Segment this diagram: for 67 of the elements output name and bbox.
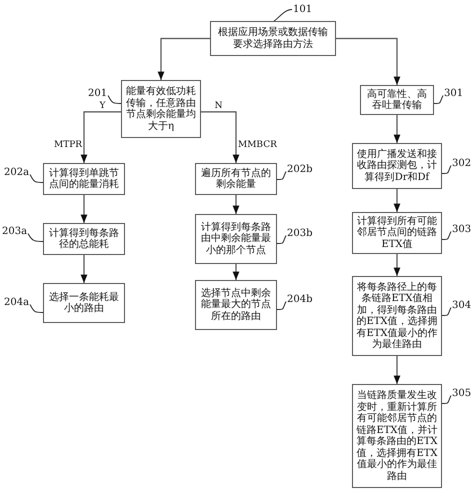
process-box (352, 384, 442, 488)
leader-line (442, 165, 452, 174)
process-box (195, 280, 277, 330)
method-label: MMBCR (238, 140, 277, 150)
leader-line (434, 95, 444, 104)
process-box (43, 163, 125, 195)
arrow (394, 189, 400, 212)
reference-number: 304 (452, 300, 472, 311)
process-box (195, 214, 277, 264)
reference-number: 202a (4, 167, 30, 178)
step-text: 高可靠性、高吞吐量传输 (366, 88, 428, 112)
reference-number: 203b (287, 228, 312, 239)
process-box (195, 163, 277, 195)
process-box (121, 80, 201, 138)
arrow (336, 38, 400, 85)
edge-label: Y (100, 100, 106, 111)
reference-number: 201 (88, 88, 108, 99)
reference-number: 302 (452, 158, 472, 169)
step-text: 计算得到每条路径的总能耗 (48, 228, 120, 250)
arrow (158, 38, 210, 80)
leader-line (442, 395, 452, 404)
method-label: MTPR (54, 140, 82, 150)
step-text: 能量有效低功耗传输，任意路由节点剩余能量均大于η (125, 86, 197, 132)
leader-line (28, 233, 44, 242)
step-text: 选择一条能耗最小的路由 (48, 292, 120, 314)
arrow (80, 195, 88, 223)
step-text: 计算得到每条路由中剩余能量最小的那个节点 (200, 222, 272, 256)
leader-line (442, 231, 452, 240)
step-text: 将每条路径上的每条链路ETX值相加，得到每条路由的ETX值，选择拥有ETX值最小的作为最佳路由 (356, 282, 438, 350)
step-text: 计算得到所有可能邻居节点间的链路ETX值 (356, 216, 438, 250)
process-box (352, 276, 442, 356)
leader-line (276, 301, 286, 310)
step-text: 选择节点中剩余能量最大的节点所在的路由 (200, 288, 272, 322)
arrow (394, 356, 400, 384)
step-text: 使用广播发送和接收路由探测包，计算得到Dr和Df (356, 148, 438, 184)
edge-label: N (214, 100, 222, 111)
arrow (80, 255, 88, 283)
reference-number: 204a (4, 297, 30, 308)
step-text: 根据应用场景或数据传输要求选择路由方法 (217, 27, 329, 50)
arrow (232, 195, 240, 214)
leader-line (108, 95, 122, 104)
leader-line (442, 307, 452, 316)
process-box (352, 143, 442, 189)
step-text: 当链路质量发生改变时，重新计算所有可能邻居节点的链路ETX值，并计算每条路由的ETX值，选择拥有ETX值最小的作为最佳路由 (356, 390, 438, 482)
leader-line (30, 304, 44, 313)
step-text: 遍历所有节点的剩余能量 (200, 168, 272, 190)
reference-number: 203a (2, 226, 28, 237)
process-box (210, 21, 336, 56)
leader-line (274, 9, 292, 22)
leader-line (30, 174, 44, 183)
step-text: 计算得到单跳节点间的能量消耗 (48, 168, 120, 190)
arrow (80, 111, 121, 163)
arrow (394, 254, 400, 276)
process-box (360, 85, 434, 115)
arrow (201, 111, 240, 163)
reference-number: 202b (287, 164, 312, 175)
reference-number: 101 (293, 4, 312, 15)
process-box (43, 283, 125, 323)
reference-number: 305 (452, 388, 472, 399)
arrow (394, 115, 400, 143)
reference-number: 204b (287, 294, 312, 305)
reference-number: 301 (444, 88, 464, 99)
arrow (232, 264, 240, 280)
process-box (43, 223, 125, 255)
reference-number: 303 (452, 224, 472, 235)
leader-line (276, 235, 286, 244)
leader-line (276, 171, 286, 180)
